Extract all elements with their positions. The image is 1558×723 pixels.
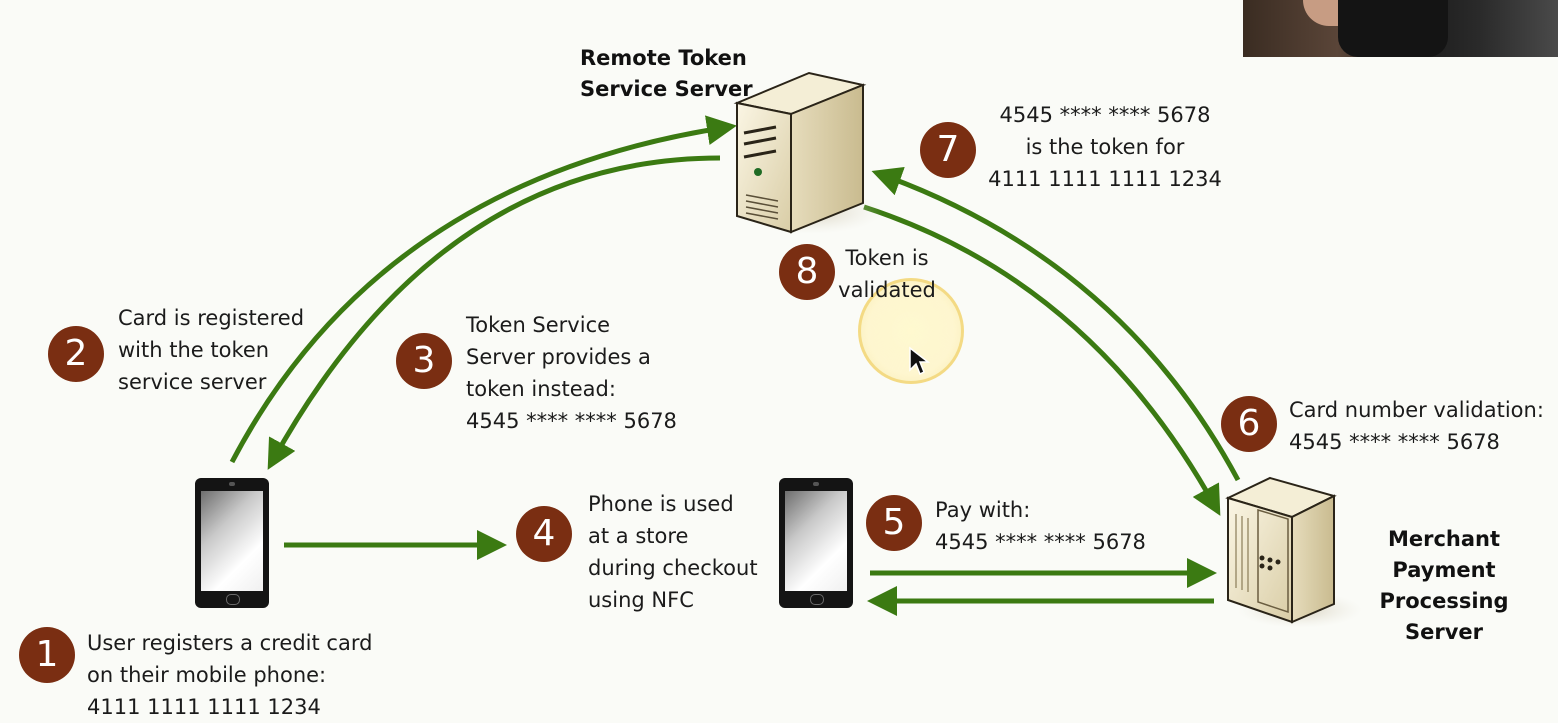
user-mobile-phone bbox=[195, 478, 269, 608]
step-1-text: User registers a credit card on their mo… bbox=[87, 631, 373, 719]
webcam-inset bbox=[1243, 0, 1558, 57]
step-8-text: Token is validated bbox=[838, 246, 936, 302]
step-2-text: Card is registered with the token servic… bbox=[118, 306, 305, 394]
phone-screen bbox=[201, 491, 263, 591]
step-7-badge: 7 bbox=[920, 122, 976, 178]
step-3-badge: 3 bbox=[396, 333, 452, 389]
remote-token-server-icon bbox=[733, 71, 882, 234]
step-5-text: Pay with: 4545 **** **** 5678 bbox=[935, 498, 1146, 554]
phone-screen bbox=[785, 491, 847, 591]
remote-token-server-label: Remote Token Service Server bbox=[580, 46, 753, 101]
step-6-text: Card number validation: 4545 **** **** 5… bbox=[1289, 398, 1544, 454]
phone-home-button bbox=[226, 594, 240, 605]
arrow-token-server-to-phone bbox=[267, 155, 721, 470]
step-2-badge: 2 bbox=[48, 326, 104, 382]
arrow-merchant-to-token-server bbox=[871, 166, 1241, 482]
mouse-cursor-icon bbox=[909, 346, 930, 376]
step-4-text: Phone is used at a store during checkout… bbox=[588, 492, 758, 612]
merchant-server-icon bbox=[1225, 476, 1362, 628]
phone-home-button bbox=[810, 594, 824, 605]
step-3-text: Token Service Server provides a token in… bbox=[466, 313, 677, 433]
step-4-badge: 4 bbox=[516, 506, 572, 562]
phone-speaker bbox=[813, 482, 819, 486]
arrow-token-server-to-merchant bbox=[863, 204, 1221, 516]
step-6-badge: 6 bbox=[1221, 396, 1277, 452]
step-1-badge: 1 bbox=[19, 627, 75, 683]
step-8-badge: 8 bbox=[779, 244, 835, 300]
merchant-server-label: Merchant Payment Processing Server bbox=[1379, 527, 1509, 644]
arrow-phone-to-token-server bbox=[229, 115, 737, 464]
step-7-text: 4545 **** **** 5678 is the token for 411… bbox=[988, 103, 1222, 191]
phone-speaker bbox=[229, 482, 235, 486]
step-5-badge: 5 bbox=[866, 495, 922, 551]
store-mobile-phone bbox=[779, 478, 853, 608]
presenter-shirt bbox=[1338, 0, 1448, 57]
